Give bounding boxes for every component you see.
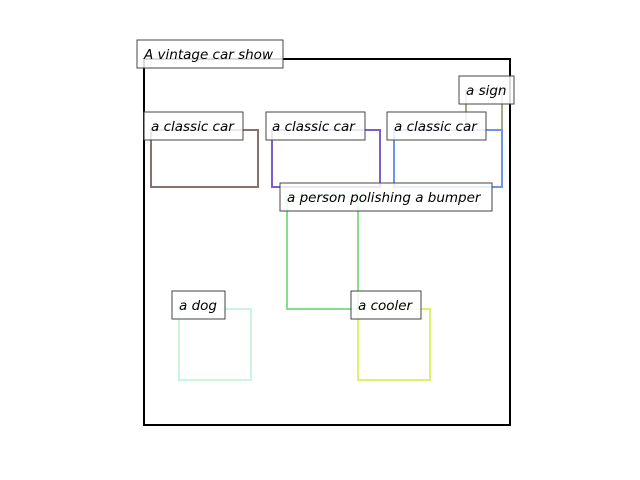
label-classic-car-1-text: a classic car bbox=[151, 119, 235, 135]
label-person-text: a person polishing a bumper bbox=[287, 190, 482, 206]
label-cooler-text: a cooler bbox=[358, 298, 414, 314]
scene-frame bbox=[143, 58, 511, 426]
caption-text: A vintage car show bbox=[143, 47, 274, 63]
label-sign-text: a sign bbox=[466, 83, 506, 99]
label-classic-car-3: a classic car bbox=[386, 111, 487, 141]
label-classic-car-2: a classic car bbox=[265, 111, 366, 141]
label-sign: a sign bbox=[458, 75, 515, 105]
label-dog-text: a dog bbox=[179, 298, 217, 314]
label-person: a person polishing a bumper bbox=[279, 182, 493, 212]
region-box-dog bbox=[178, 308, 252, 381]
label-classic-car-2-text: a classic car bbox=[272, 119, 356, 135]
label-dog: a dog bbox=[171, 290, 226, 320]
region-box-cooler bbox=[357, 308, 431, 381]
caption-label: A vintage car show bbox=[136, 39, 284, 69]
label-classic-car-1: a classic car bbox=[143, 111, 244, 141]
label-classic-car-3-text: a classic car bbox=[394, 119, 478, 135]
region-box-person bbox=[286, 196, 359, 310]
label-cooler: a cooler bbox=[350, 290, 422, 320]
